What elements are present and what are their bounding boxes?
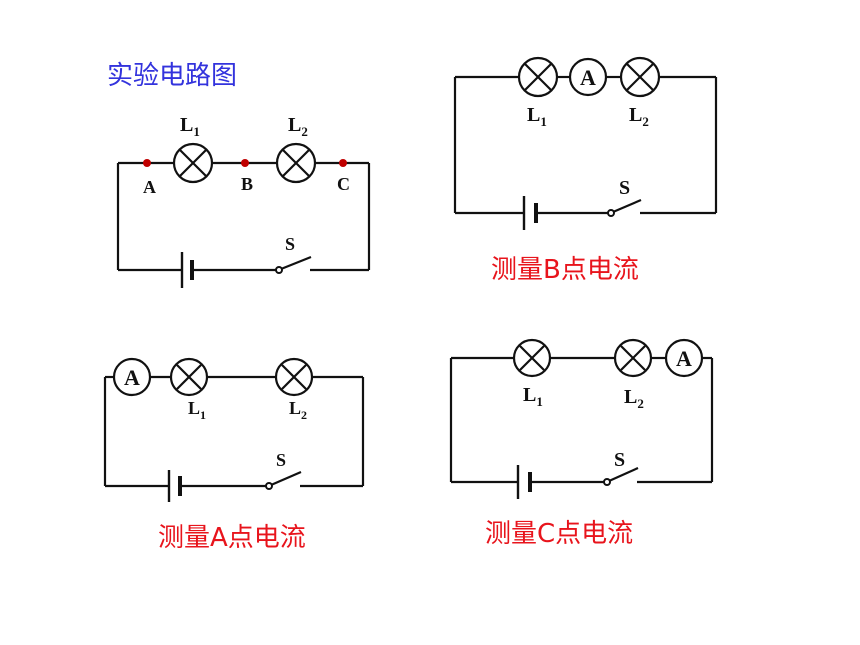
switch-label: S: [285, 234, 295, 254]
lamp-l2: [275, 142, 317, 184]
circuit-experiment: S L1 L2 A B C: [116, 114, 371, 288]
switch-symbol: [275, 255, 312, 274]
circuit-measure-a: S A L1 L2 测量A点电流: [103, 357, 365, 553]
circuit-measure-b: S L1 A L2 测量B点电流: [453, 56, 718, 285]
battery-symbol: [522, 196, 538, 230]
ammeter-label: A: [676, 346, 692, 371]
lamp-l2: [274, 357, 314, 397]
point-a-marker: [143, 159, 151, 167]
ammeter: A: [568, 57, 608, 97]
switch-symbol: [607, 198, 642, 217]
lamp-l1: [172, 142, 214, 184]
lamp-l2-label: L2: [288, 114, 308, 139]
switch-label: S: [276, 450, 286, 470]
lamp-l2-label: L2: [629, 104, 649, 129]
battery-symbol: [180, 252, 194, 288]
lamp-l1: [512, 338, 552, 378]
lamp-l1-label: L1: [180, 114, 200, 139]
ammeter-label: A: [124, 365, 140, 390]
lamp-l1-label: L1: [527, 104, 547, 129]
switch-symbol: [603, 466, 639, 486]
ammeter: A: [112, 357, 152, 397]
point-b-label: B: [241, 174, 253, 194]
lamp-l1: [169, 357, 209, 397]
battery-symbol: [167, 470, 182, 502]
lamp-l2: [619, 56, 661, 98]
lamp-l1-label: L1: [523, 384, 543, 409]
point-a-label: A: [143, 177, 156, 197]
caption-measure-a: 测量A点电流: [158, 523, 306, 553]
ammeter: A: [664, 338, 704, 378]
lamp-l1: [517, 56, 559, 98]
lamp-l2: [613, 338, 653, 378]
point-c-marker: [339, 159, 347, 167]
switch-symbol: [265, 470, 302, 490]
ammeter-label: A: [580, 65, 596, 90]
lamp-l2-label: L2: [289, 398, 307, 422]
lamp-l2-label: L2: [624, 386, 644, 411]
point-c-label: C: [337, 174, 350, 194]
caption-measure-b: 测量B点电流: [491, 255, 639, 285]
lamp-l1-label: L1: [188, 398, 206, 422]
circuit-measure-c: S L1 L2 A 测量C点电流: [449, 338, 714, 549]
switch-label: S: [619, 177, 630, 199]
switch-label: S: [614, 449, 625, 471]
page-title: 实验电路图: [107, 61, 237, 91]
point-b-marker: [241, 159, 249, 167]
caption-measure-c: 测量C点电流: [485, 519, 633, 549]
battery-symbol: [516, 465, 532, 499]
